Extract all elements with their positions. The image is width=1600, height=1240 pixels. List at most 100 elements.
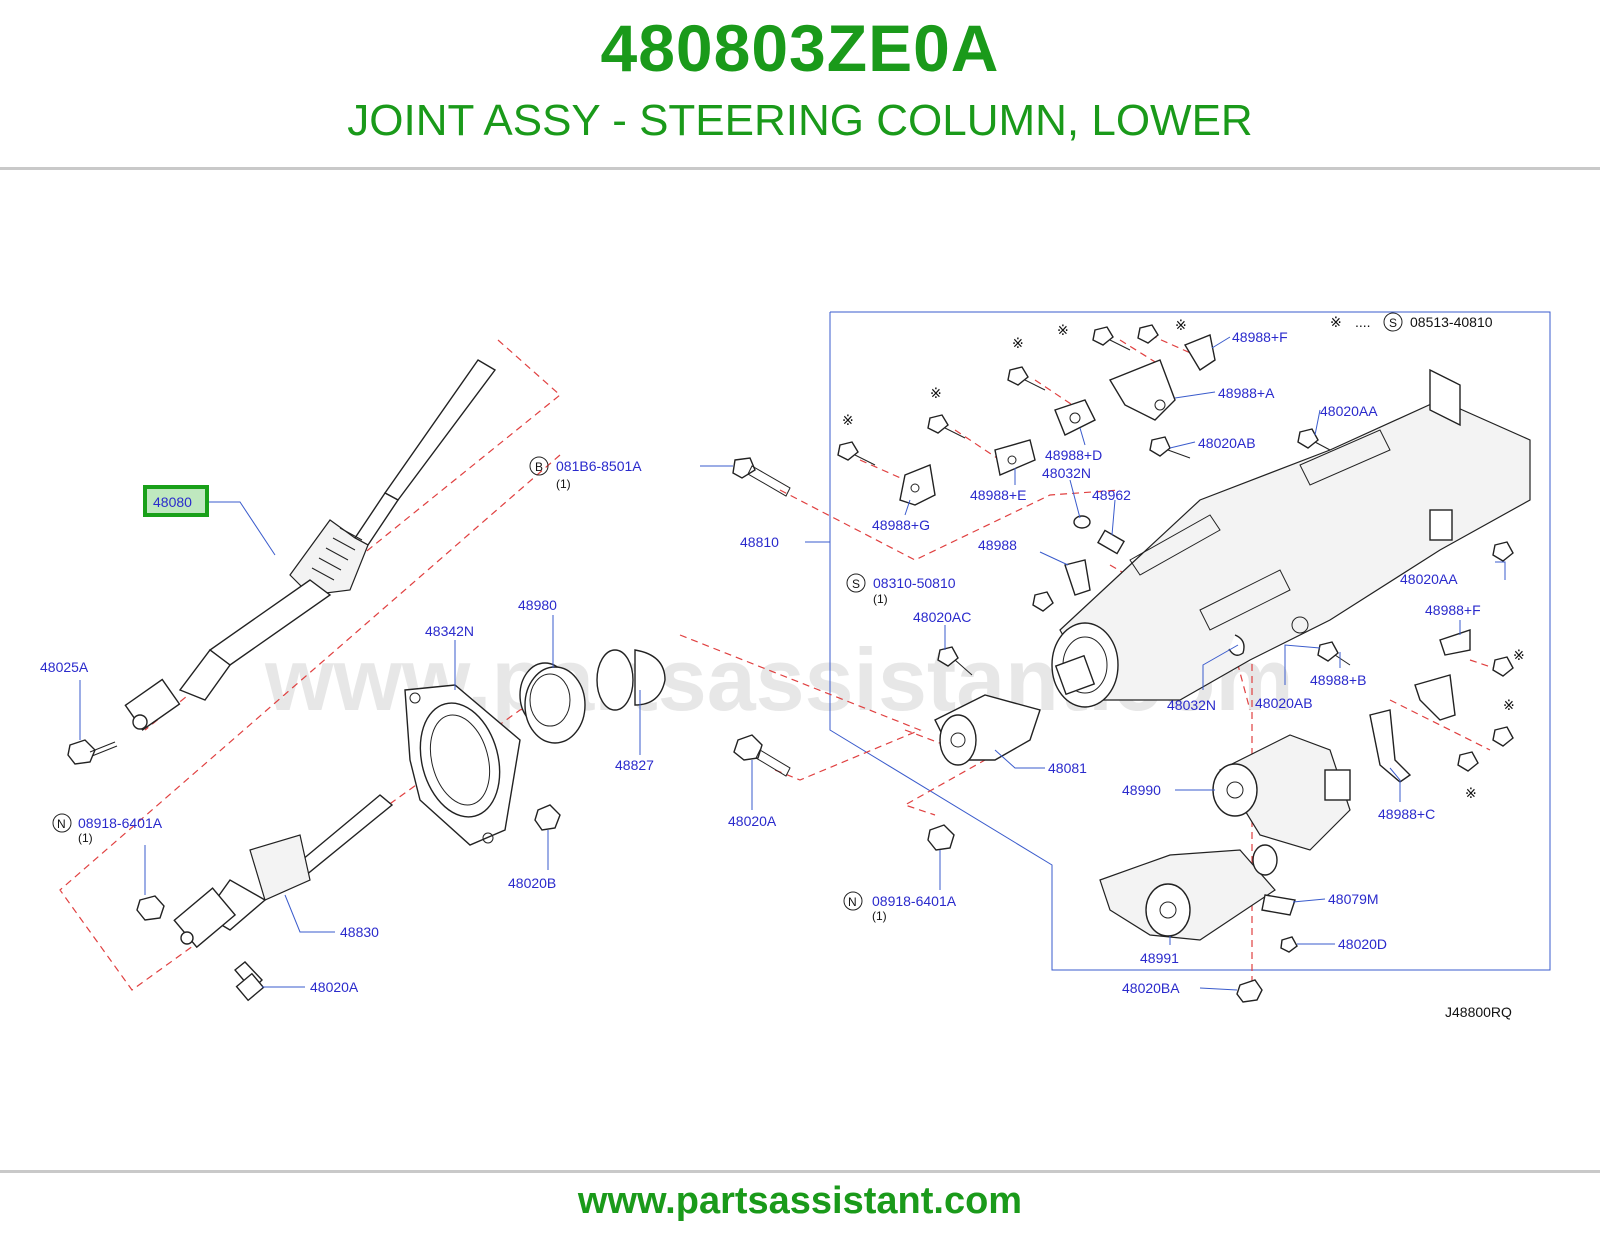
leader-48988: [1039, 551, 1069, 566]
callout-48988D[interactable]: 48988+D: [1045, 447, 1102, 463]
callout-08918-6401A-right[interactable]: 08918-6401A: [872, 893, 957, 909]
bolt-48020AB-top-drawing: [1149, 436, 1191, 459]
ref-mark-5: ※: [1175, 317, 1187, 333]
qty-08310: (1): [873, 592, 888, 606]
header: 480803ZE0A JOINT ASSY - STEERING COLUMN,…: [0, 0, 1600, 170]
dash-line-48988C: [1389, 699, 1491, 751]
bolt-48988F-right-drawing: [1492, 656, 1514, 677]
callout-48081[interactable]: 48081: [1048, 760, 1087, 776]
footer-divider: [0, 1170, 1600, 1173]
callout-48830[interactable]: 48830: [340, 924, 379, 940]
callout-48020AA-top[interactable]: 48020AA: [1320, 403, 1378, 419]
callout-08310-50810[interactable]: 08310-50810: [873, 575, 956, 591]
part-description: JOINT ASSY - STEERING COLUMN, LOWER: [347, 96, 1253, 145]
bracket-48988D-drawing: [1054, 399, 1096, 436]
callout-48020BA[interactable]: 48020BA: [1122, 980, 1180, 996]
bolt-48020AC-drawing: [937, 646, 973, 676]
circle-S-08310-letter: S: [852, 577, 860, 591]
bracket-48079M-drawing: [1261, 894, 1296, 916]
legend-circle-S: [1383, 312, 1403, 332]
callout-48032N-lower[interactable]: 48032N: [1167, 697, 1216, 713]
callout-48020A-left[interactable]: 48020A: [310, 979, 359, 995]
dash-line-48988G: [859, 459, 906, 481]
qty-081B6: (1): [556, 477, 571, 491]
nut-08918-right-drawing: [927, 824, 955, 851]
legend-dots: ....: [1355, 314, 1371, 330]
bracket-48988E-drawing: [994, 439, 1036, 476]
bracket-48988F-right-drawing: [1439, 629, 1471, 656]
leader-48020AB-lower: [1284, 644, 1321, 685]
legend-code: 08513-40810: [1410, 314, 1493, 330]
callout-48079M[interactable]: 48079M: [1328, 891, 1379, 907]
leader-48988F-top: [1211, 336, 1231, 349]
callout-48080[interactable]: 48080: [153, 494, 192, 510]
callout-48020AC[interactable]: 48020AC: [913, 609, 971, 625]
bolt-48020A-left-drawing: [233, 961, 265, 1002]
leader-48081: [994, 749, 1045, 769]
dash-line-48988F1: [1149, 334, 1196, 356]
callout-48025A[interactable]: 48025A: [40, 659, 89, 675]
nut-08918-left-drawing: [136, 895, 165, 921]
footer-url[interactable]: www.partsassistant.com: [577, 1180, 1023, 1222]
callout-48342N[interactable]: 48342N: [425, 623, 474, 639]
callout-48810[interactable]: 48810: [740, 534, 779, 550]
callout-48032N-upper[interactable]: 48032N: [1042, 465, 1091, 481]
clip-48032N-drawing: [1228, 634, 1245, 656]
callout-48827[interactable]: 48827: [615, 757, 654, 773]
dash-line-48988D: [1034, 379, 1081, 411]
motor-48990-drawing: [1212, 734, 1351, 851]
callout-48020D[interactable]: 48020D: [1338, 936, 1387, 952]
leader-48988C: [1389, 767, 1401, 802]
leader-48020AB-top: [1169, 441, 1196, 449]
callout-08918-6401A-left[interactable]: 08918-6401A: [78, 815, 163, 831]
circle-S-08310: [846, 573, 866, 593]
callout-48020B[interactable]: 48020B: [508, 875, 556, 891]
callout-48020AA-right[interactable]: 48020AA: [1400, 571, 1458, 587]
bolt-48025A-drawing: [67, 739, 118, 765]
leader-48988G: [904, 499, 911, 516]
callout-48020AB-top[interactable]: 48020AB: [1198, 435, 1256, 451]
callout-48020A-middle[interactable]: 48020A: [728, 813, 777, 829]
leader-48962: [1111, 499, 1116, 536]
callout-48991[interactable]: 48991: [1140, 950, 1179, 966]
ref-mark-4: ※: [1057, 322, 1069, 338]
bolt-08310-drawing: [1032, 591, 1054, 612]
bolt-48988B-drawing: [1492, 726, 1514, 747]
leader-48830: [284, 894, 335, 933]
flange-48342N-drawing: [404, 684, 521, 846]
bolt-48988F-top-drawing: [1137, 324, 1159, 344]
callout-48990[interactable]: 48990: [1122, 782, 1161, 798]
callout-48988B[interactable]: 48988+B: [1310, 672, 1366, 688]
leader-48080: [209, 501, 276, 556]
leader-48020BA: [1199, 987, 1238, 991]
drawing-code: J48800RQ: [1445, 1004, 1512, 1020]
callout-48962[interactable]: 48962: [1092, 487, 1131, 503]
bracket-48988-drawing: [1064, 559, 1091, 596]
part-number-title: 480803ZE0A: [600, 11, 1000, 85]
bolt-48988C-drawing: [1457, 751, 1479, 772]
callout-48988C[interactable]: 48988+C: [1378, 806, 1435, 822]
qty-08918-left: (1): [78, 831, 93, 845]
circle-B-letter: B: [535, 460, 543, 474]
circle-N-left: [52, 813, 72, 833]
callout-48988G[interactable]: 48988+G: [872, 517, 930, 533]
callout-48988A[interactable]: 48988+A: [1218, 385, 1275, 401]
bolt-48020A-middle-drawing: [733, 734, 791, 777]
yoke-48081-drawing: [934, 694, 1041, 766]
leader-48988D: [1079, 427, 1086, 446]
callout-48980[interactable]: 48980: [518, 597, 557, 613]
ref-mark-7: ※: [1503, 697, 1515, 713]
callout-48988[interactable]: 48988: [978, 537, 1017, 553]
steering-column-drawing: [1051, 368, 1531, 708]
callout-48988E[interactable]: 48988+E: [970, 487, 1026, 503]
ref-mark-3: ※: [1012, 335, 1024, 351]
header-divider: [0, 167, 1600, 170]
bolt-48020AA-right-drawing: [1492, 541, 1514, 562]
callout-48988F-top[interactable]: 48988+F: [1232, 329, 1288, 345]
callout-081B6-8501A[interactable]: 081B6-8501A: [556, 458, 642, 474]
callout-48020AB-lower[interactable]: 48020AB: [1255, 695, 1313, 711]
qty-08918-right: (1): [872, 909, 887, 923]
shaft-48080-drawing: [124, 359, 497, 731]
bracket-48988B-drawing: [1414, 674, 1456, 721]
callout-48988F-right[interactable]: 48988+F: [1425, 602, 1481, 618]
